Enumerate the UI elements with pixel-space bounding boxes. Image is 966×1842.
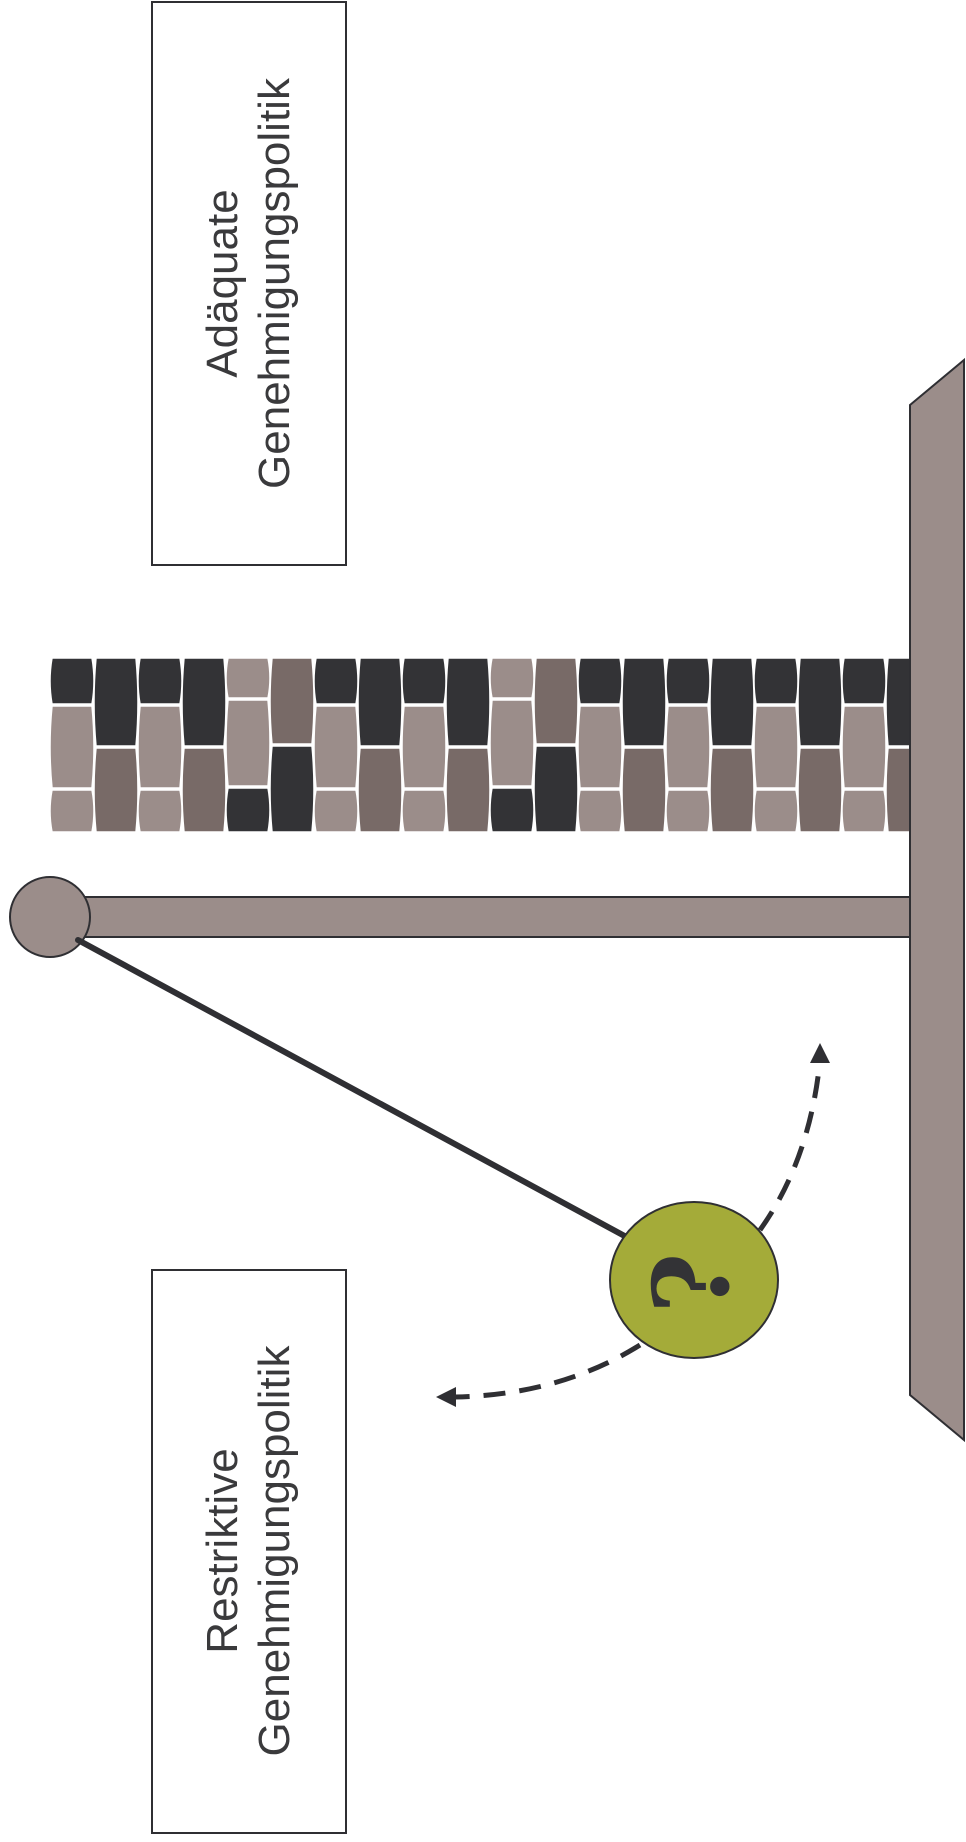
arrow-head-icon [436,1387,456,1407]
restrictive-policy-box: Restriktive Genehmigungspolitik [151,1269,347,1834]
balance-base [909,357,965,1443]
weight-brick [137,789,183,833]
weight-brick [313,657,359,705]
weight-brick [577,657,623,705]
weight-brick [841,789,887,833]
weight-brick [137,705,183,789]
tilted-lever [75,937,635,1243]
weight-brick [49,789,95,833]
adequate-policy-label-line1: Adäquate [198,189,247,377]
arrow-to-adequate [757,1059,823,1232]
weight-brick [225,699,271,787]
weight-brick [225,657,271,699]
restrictive-policy-box-frame [151,1269,347,1834]
weight-brick [841,657,887,705]
question-mark-icon: ? [630,1253,753,1314]
weight-brick [489,699,535,787]
question-disc: ? [609,1201,779,1359]
restrictive-policy-label-line2: Genehmigungspolitik [250,1345,299,1757]
weight-brick [49,705,95,789]
weight-brick [753,657,799,705]
weight-brick [137,657,183,705]
adequate-policy-box: Adäquate Genehmigungspolitik [151,1,347,566]
weight-brick [313,789,359,833]
balance-beam [49,896,911,938]
question-disc-fill [609,1201,779,1359]
weight-brick [753,789,799,833]
weight-brick [621,657,667,747]
weight-brick [357,657,403,747]
adequate-policy-box-frame [151,1,347,566]
weight-brick [577,705,623,789]
weight-brick [313,705,359,789]
weight-brick [797,747,843,833]
weight-brick [401,657,447,705]
weight-brick [181,747,227,833]
weight-brick [225,787,271,833]
weight-brick [445,747,491,833]
weight-brick [665,705,711,789]
pivot-knob [9,876,91,958]
arrow-head-icon [810,1043,830,1063]
weight-brick [489,657,535,699]
weight-brick [93,747,139,833]
restrictive-policy-label-line1: Restriktive [198,1448,247,1653]
weight-brick [709,747,755,833]
weight-brick [269,657,315,745]
weight-brick [93,657,139,747]
weight-brick [753,705,799,789]
weight-brick [357,747,403,833]
weight-brick [577,789,623,833]
weight-brick [533,657,579,745]
weight-brick [621,747,667,833]
weight-brick [401,789,447,833]
weight-brick [665,657,711,705]
weight-brick [489,787,535,833]
weight-brick [49,657,95,705]
arrow-to-restrictive [454,1342,642,1400]
weight-brick [665,789,711,833]
weight-brick [181,657,227,747]
weight-brick [445,657,491,747]
weight-brick [269,745,315,833]
adequate-policy-label-line2: Genehmigungspolitik [250,77,299,489]
weight-stack [49,657,931,833]
weight-brick [401,705,447,789]
weight-brick [709,657,755,747]
weight-brick [841,705,887,789]
weight-brick [533,745,579,833]
weight-brick [797,657,843,747]
